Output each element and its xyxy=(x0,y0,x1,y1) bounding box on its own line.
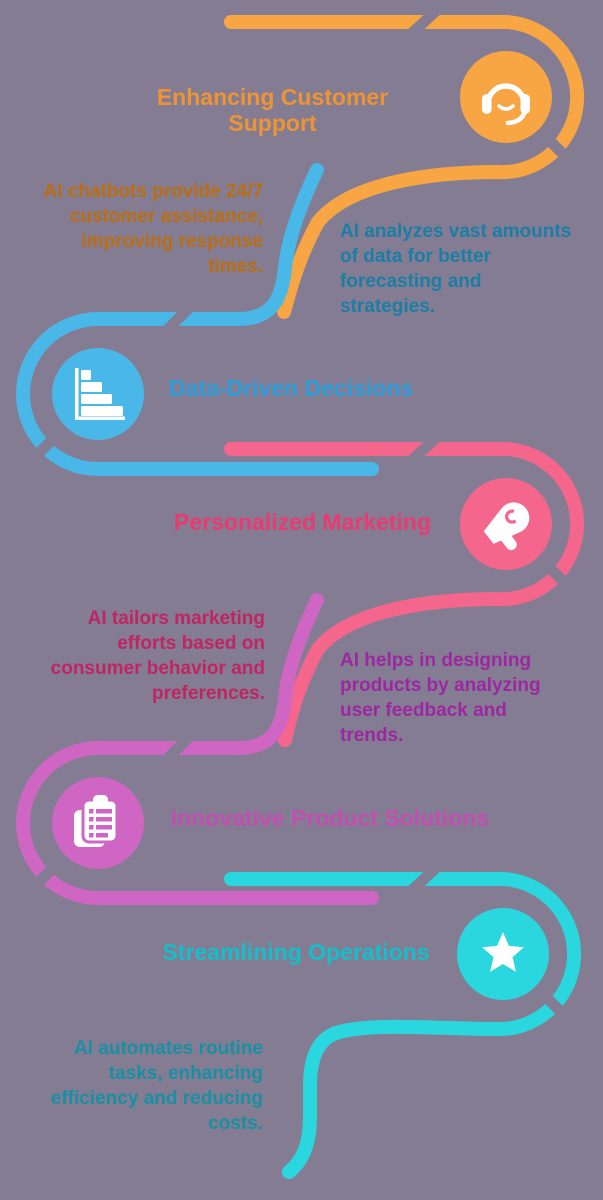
section-description-product-solutions: AI helps in designing products by analyz… xyxy=(340,650,541,746)
star-icon xyxy=(482,932,524,972)
ribbon-personalized-marketing xyxy=(224,442,585,747)
bar-chart-icon xyxy=(75,368,125,420)
section-title-data-driven: Data-Driven Decisions xyxy=(168,375,414,401)
megaphone-icon xyxy=(483,502,530,551)
section-description-data-driven: AI analyzes vast amounts of data for bet… xyxy=(340,221,572,317)
section-title-streamlining-operations: Streamlining Operations xyxy=(162,939,430,965)
clipboard-icon xyxy=(74,795,119,847)
section-description-customer-support: AI chatbots provide 24/7 customer assist… xyxy=(43,181,263,277)
section-title-product-solutions: Innovative Product Solutions xyxy=(170,805,490,831)
ribbon-gap-cuts xyxy=(28,5,577,1025)
customer-support-badge xyxy=(460,51,552,143)
ribbon-customer-support xyxy=(224,15,585,319)
section-title-customer-support: Enhancing Customer Support xyxy=(156,84,389,136)
section-title-personalized-marketing: Personalized Marketing xyxy=(174,509,431,535)
section-description-streamlining-operations: AI automates routine tasks, enhancing ef… xyxy=(50,1038,263,1134)
headset-icon xyxy=(482,83,530,126)
section-description-personalized-marketing: AI tailors marketing efforts based on co… xyxy=(50,608,265,704)
ribbon-streamlining-operations xyxy=(224,872,582,1179)
